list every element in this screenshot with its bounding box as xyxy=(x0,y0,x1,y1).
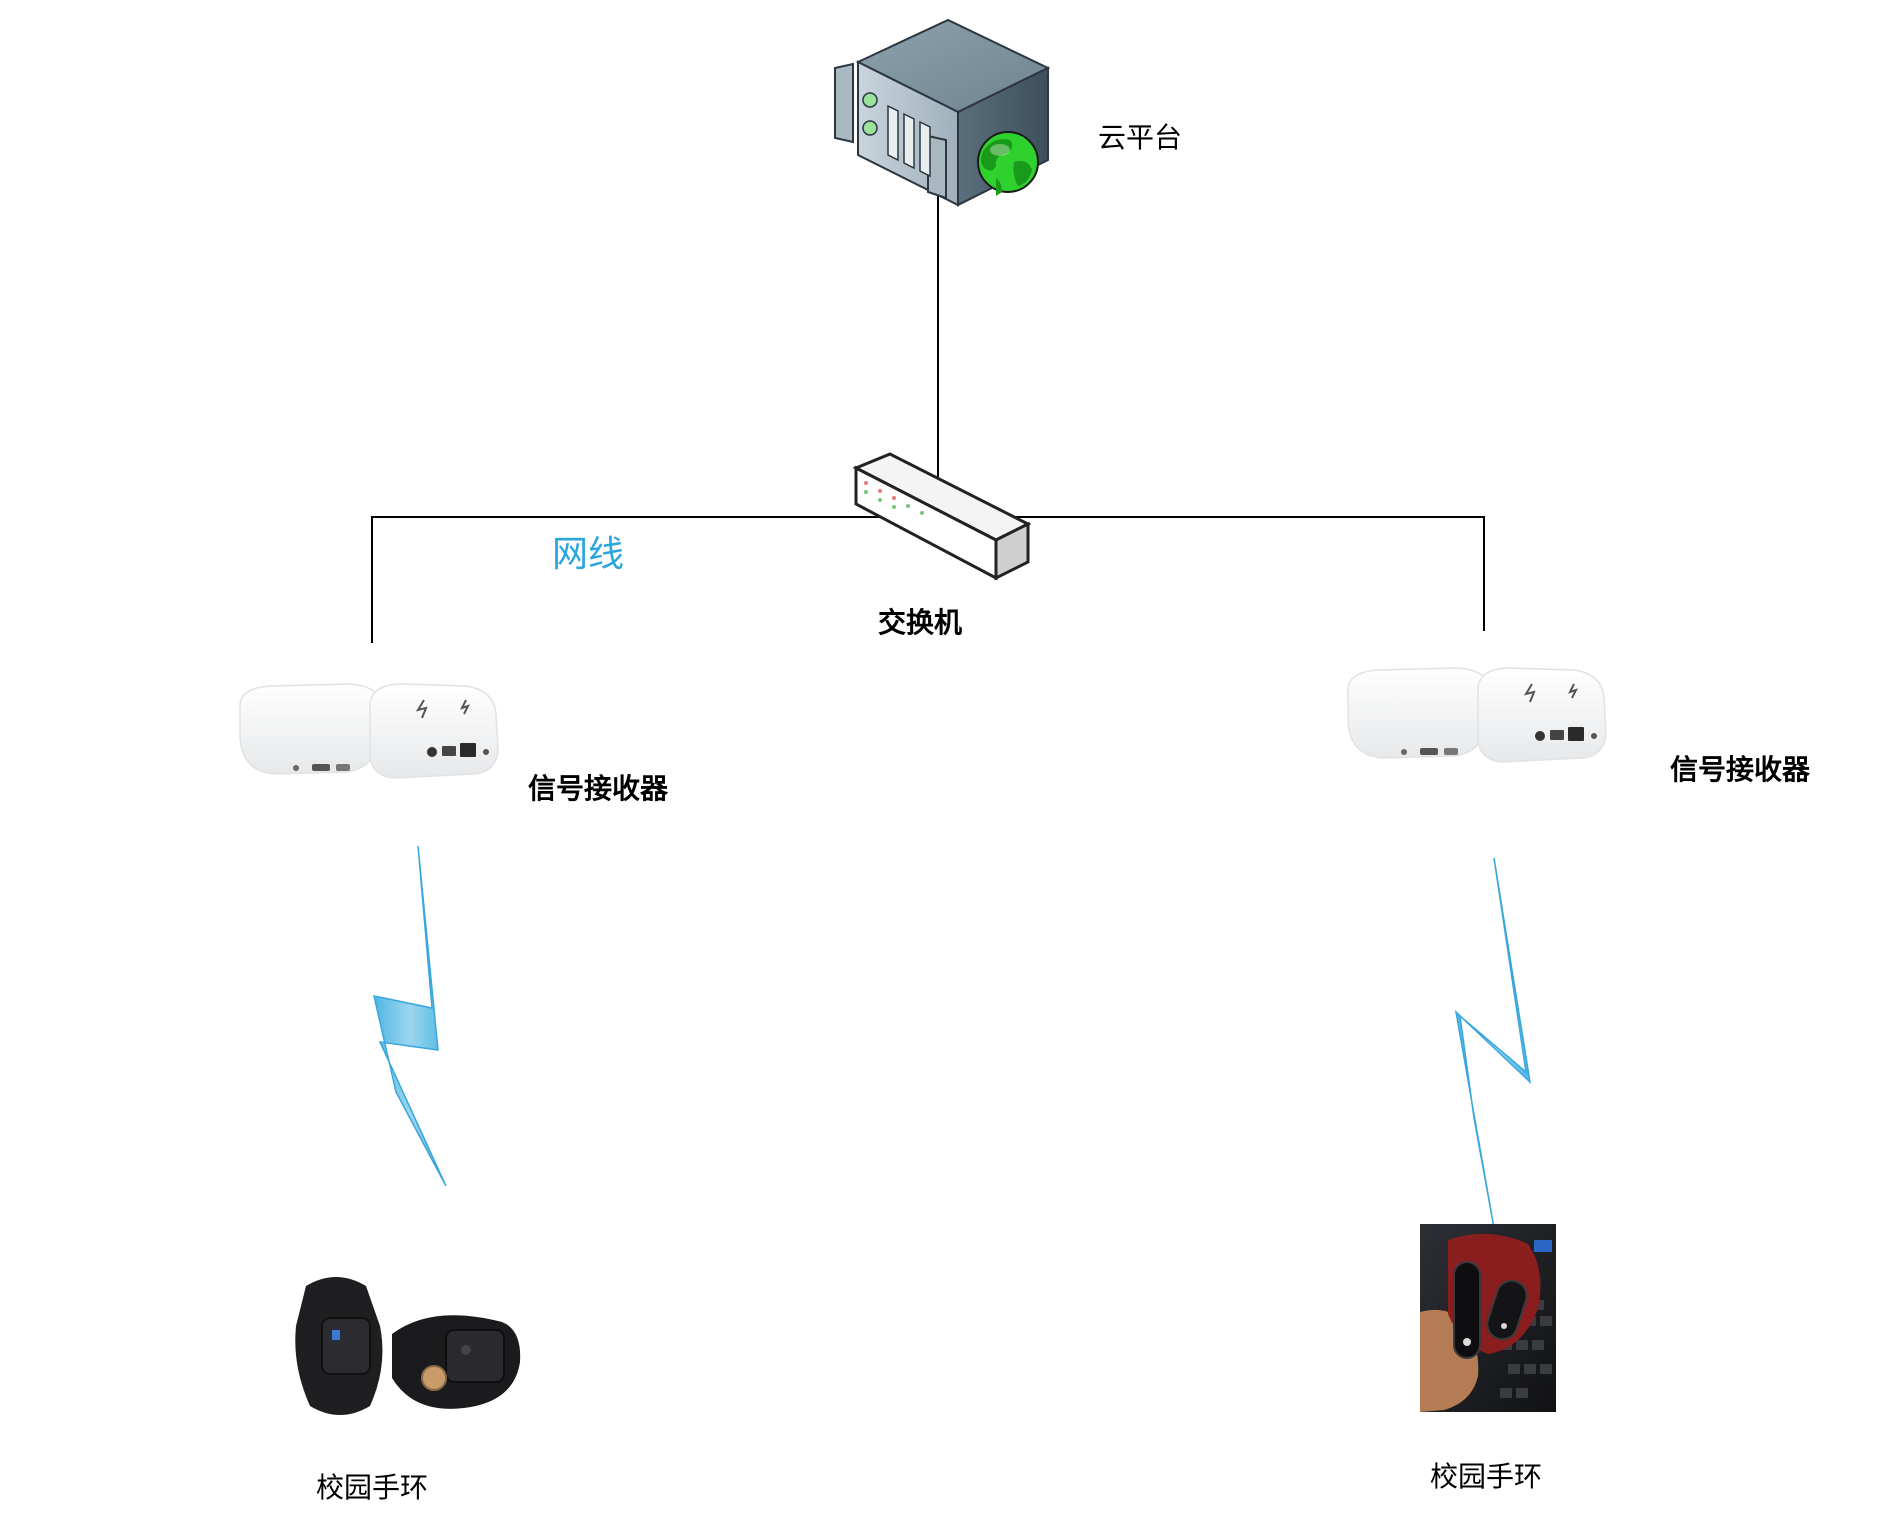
wristband-photo-icon xyxy=(1420,1224,1556,1412)
cable-switch-left xyxy=(371,516,938,643)
wristband-right-label: 校园手环 xyxy=(1430,1460,1543,1493)
receiver-left-label: 信号接收器 xyxy=(528,772,669,805)
lightning-bolt-icon-right xyxy=(1454,857,1532,1229)
cable-label: 网线 xyxy=(552,534,625,575)
access-point-icon-left xyxy=(239,683,499,779)
cloud-platform-label: 云平台 xyxy=(1098,121,1183,154)
lightning-bolt-icon-left xyxy=(373,845,447,1187)
cable-switch-right xyxy=(938,516,1485,631)
server-globe-icon xyxy=(834,18,1051,207)
switch-label: 交换机 xyxy=(878,606,963,639)
receiver-right-label: 信号接收器 xyxy=(1670,753,1811,786)
cable-lines xyxy=(371,192,1485,643)
access-point-icon-right xyxy=(1347,667,1607,763)
network-switch-icon xyxy=(852,452,1032,581)
wristband-icon xyxy=(284,1266,540,1426)
wristband-left-label: 校园手环 xyxy=(316,1471,429,1504)
